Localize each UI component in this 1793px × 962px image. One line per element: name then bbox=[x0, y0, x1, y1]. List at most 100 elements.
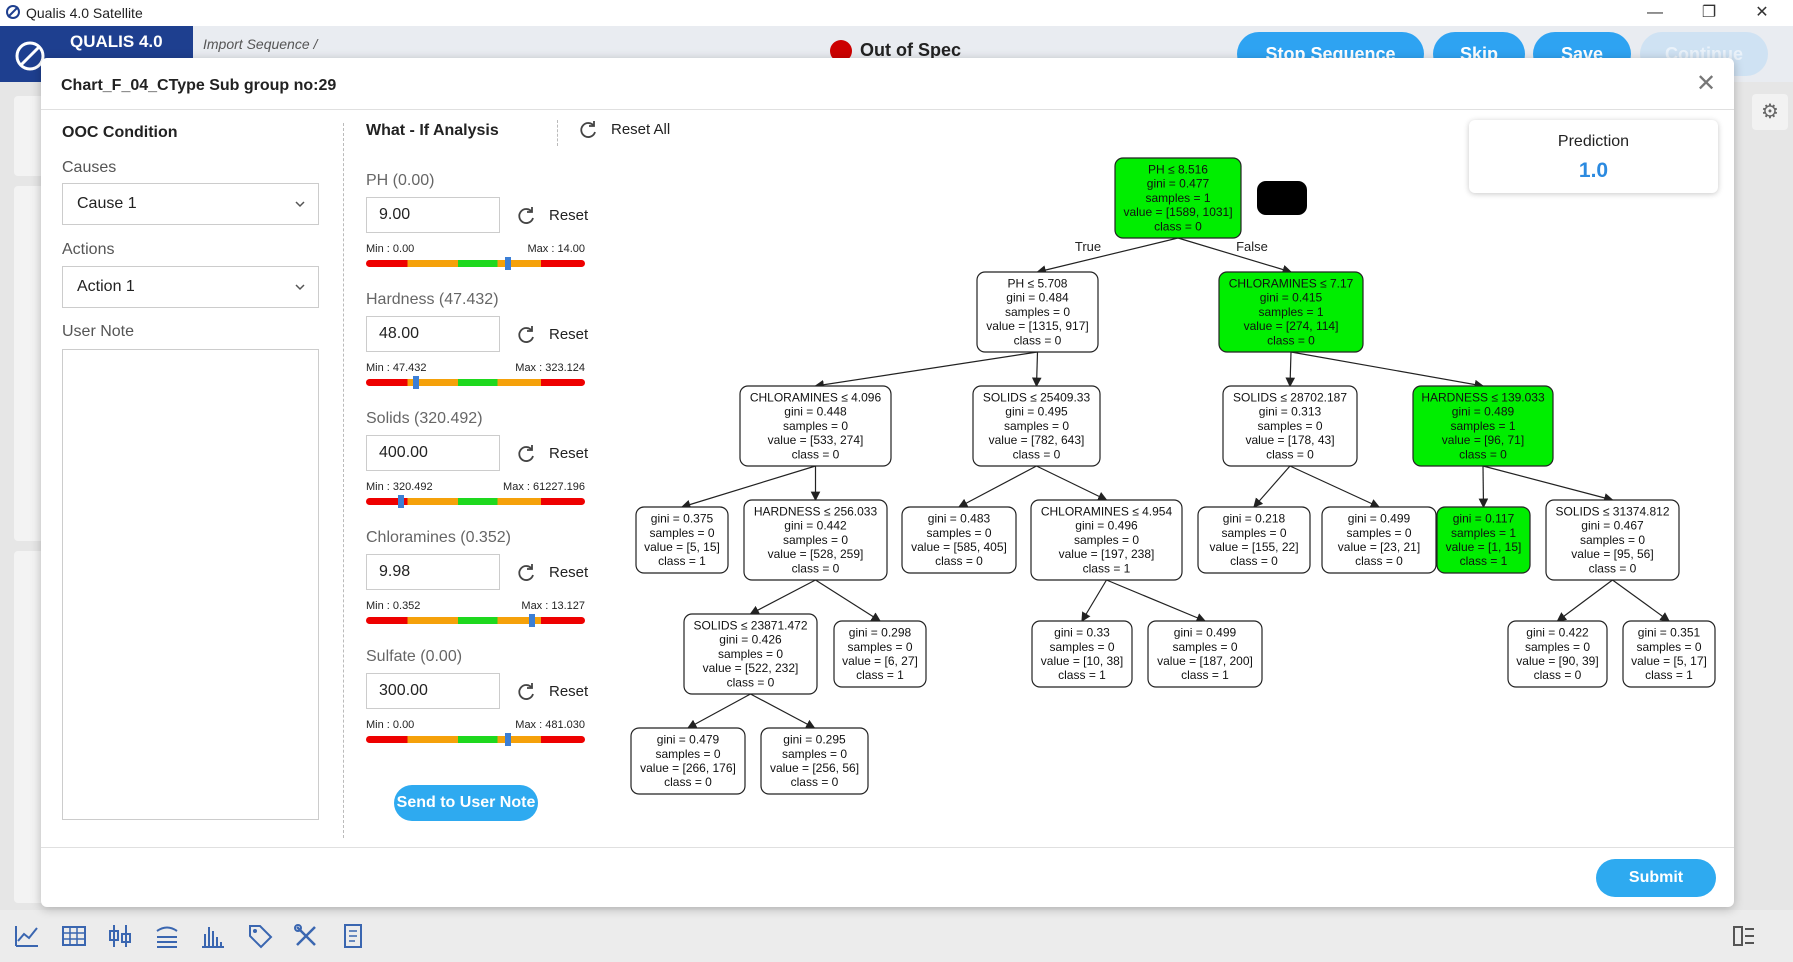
param-value-input[interactable]: 9.00 bbox=[366, 197, 500, 233]
tree-edge bbox=[750, 693, 816, 729]
tree-edge bbox=[1036, 237, 1179, 275]
document-icon[interactable] bbox=[339, 922, 367, 950]
tree-node-text: gini = 0.442 bbox=[784, 519, 847, 533]
tree-node-text: gini = 0.422 bbox=[1526, 626, 1589, 640]
tree-edge bbox=[1478, 465, 1489, 509]
tree-node-text: gini = 0.483 bbox=[928, 512, 991, 526]
tree-node-box bbox=[683, 613, 818, 695]
minimize-button[interactable]: — bbox=[1647, 4, 1663, 21]
stack-icon[interactable] bbox=[153, 922, 181, 950]
tree-node-text: samples = 0 bbox=[1636, 640, 1701, 654]
param-reset-button[interactable]: Reset bbox=[515, 324, 588, 346]
submit-button[interactable]: Submit bbox=[1596, 859, 1716, 897]
tree-node-text: class = 0 bbox=[792, 561, 840, 575]
param-min: Min : 47.432 bbox=[366, 362, 427, 374]
tree-edge bbox=[1177, 237, 1293, 275]
tree-node-text: value = [1, 15] bbox=[1446, 540, 1522, 554]
param-value-input[interactable]: 9.98 bbox=[366, 554, 500, 590]
param-value-input[interactable]: 300.00 bbox=[366, 673, 500, 709]
param-range-slider[interactable] bbox=[366, 733, 585, 746]
param-reset-button[interactable]: Reset bbox=[515, 681, 588, 703]
line-chart-icon[interactable] bbox=[13, 922, 41, 950]
window-title: Qualis 4.0 Satellite bbox=[26, 5, 143, 21]
reset-all-label: Reset All bbox=[611, 120, 671, 138]
actions-select[interactable]: Action 1 bbox=[62, 266, 319, 308]
slider-thumb[interactable] bbox=[505, 733, 512, 746]
histogram-icon[interactable] bbox=[199, 922, 227, 950]
tree-node-text: class = 1 bbox=[1645, 668, 1693, 682]
tree-node-text: gini = 0.375 bbox=[651, 512, 714, 526]
tree-node-text: samples = 0 bbox=[1049, 640, 1114, 654]
dialog-close-icon[interactable]: ✕ bbox=[1696, 70, 1717, 97]
param-range-slider[interactable] bbox=[366, 614, 585, 627]
layout-icon[interactable] bbox=[1730, 922, 1758, 950]
user-note-textarea[interactable] bbox=[62, 349, 319, 820]
param-value-input[interactable]: 400.00 bbox=[366, 435, 500, 471]
tree-edge bbox=[686, 693, 751, 729]
refresh-icon bbox=[518, 683, 534, 700]
tree-edge bbox=[815, 579, 882, 622]
param-range-slider[interactable] bbox=[366, 495, 585, 508]
ooc-heading: OOC Condition bbox=[62, 124, 178, 141]
param-range-slider[interactable] bbox=[366, 257, 585, 270]
param-range-labels: Min : 320.492 Max : 61227.196 bbox=[366, 481, 585, 493]
restore-button[interactable]: ❐ bbox=[1701, 4, 1717, 21]
table-icon[interactable] bbox=[60, 922, 88, 950]
causes-select[interactable]: Cause 1 bbox=[62, 183, 319, 225]
param-reset-button[interactable]: Reset bbox=[515, 205, 588, 227]
breadcrumb[interactable]: Import Sequence / bbox=[203, 36, 318, 52]
param-range-slider[interactable] bbox=[366, 376, 585, 389]
status-indicator-icon bbox=[830, 40, 852, 62]
slider-thumb[interactable] bbox=[413, 376, 420, 389]
param-label: Solids (320.492) bbox=[366, 410, 483, 427]
settings-gear-icon[interactable]: ⚙ bbox=[1752, 94, 1788, 130]
param-reset-label: Reset bbox=[549, 325, 589, 343]
reset-all-button[interactable]: Reset All bbox=[577, 119, 670, 141]
tag-icon[interactable] bbox=[246, 922, 274, 950]
window-close-button[interactable]: ✕ bbox=[1755, 4, 1769, 21]
param-value-input[interactable]: 48.00 bbox=[366, 316, 500, 352]
box-plot-icon[interactable] bbox=[106, 922, 134, 950]
tree-node-text: value = [178, 43] bbox=[1245, 433, 1334, 447]
tree-node-text: gini = 0.298 bbox=[849, 626, 912, 640]
slider-thumb[interactable] bbox=[505, 257, 512, 270]
send-to-user-note-button[interactable]: Send to User Note bbox=[394, 785, 538, 821]
slider-thumb[interactable] bbox=[529, 614, 536, 627]
tree-node-box bbox=[743, 499, 888, 581]
tree-node-text: value = [6, 27] bbox=[842, 654, 918, 668]
tree-node-text: value = [528, 259] bbox=[768, 547, 864, 561]
tree-edge bbox=[749, 579, 816, 615]
tree-node-text: class = 0 bbox=[792, 447, 840, 461]
param-reset-button[interactable]: Reset bbox=[515, 443, 588, 465]
slider-thumb[interactable] bbox=[398, 495, 405, 508]
tree-node-text: samples = 0 bbox=[1004, 419, 1069, 433]
tree-node-box bbox=[1545, 499, 1680, 581]
tools-icon[interactable] bbox=[292, 922, 320, 950]
tree-node-text: gini = 0.117 bbox=[1453, 512, 1515, 526]
param-reset-button[interactable]: Reset bbox=[515, 562, 588, 584]
tree-node-text: gini = 0.415 bbox=[1260, 291, 1323, 305]
